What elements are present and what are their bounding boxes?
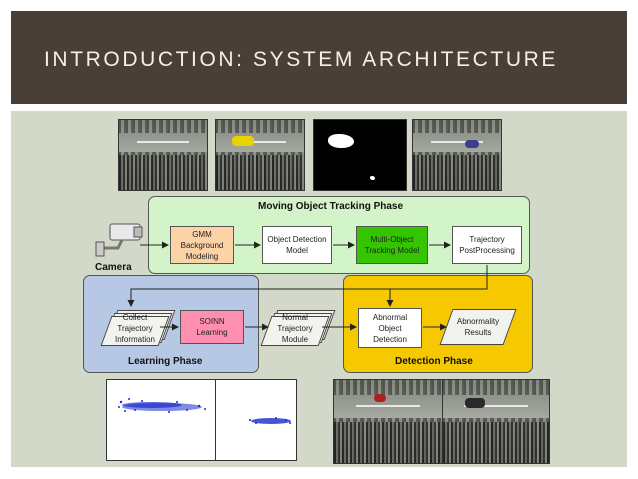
- trajectory-scatter-left: [118, 398, 206, 413]
- normal-trajectory-stack: Normal Trajectory Module: [260, 306, 336, 352]
- foreground-mask-frame: [313, 119, 407, 191]
- camera-label: Camera: [95, 262, 132, 273]
- abnormality-results-label: Abnormality Results: [456, 317, 500, 337]
- camera-frame-1: [118, 119, 208, 191]
- detection-frame-2: [442, 379, 550, 464]
- trajectory-scatter-right: [249, 417, 291, 424]
- detection-frame-1: [333, 379, 443, 464]
- abnormal-detection-node: Abnormal Object Detection: [358, 308, 422, 348]
- tracking-phase-label: Moving Object Tracking Phase: [258, 201, 404, 212]
- normal-trajectory-label: Normal Trajectory Module: [277, 312, 313, 344]
- camera-frame-2: [215, 119, 305, 191]
- trajectory-plot-left: [106, 379, 216, 461]
- collect-trajectory-stack: Collect Trajectory Information: [100, 306, 176, 352]
- page-title: INTRODUCTION: SYSTEM ARCHITECTURE: [44, 48, 558, 71]
- collect-trajectory-label: Collect Trajectory Information: [114, 312, 156, 344]
- soinn-node: SOINN Learning: [180, 310, 244, 344]
- object-detection-node: Object Detection Model: [262, 226, 332, 264]
- camera-icon: [95, 223, 143, 257]
- camera-frame-4: [412, 119, 502, 191]
- trajectory-node: Trajectory PostProcessing: [452, 226, 522, 264]
- detection-phase-label: Detection Phase: [395, 356, 473, 367]
- multi-object-node: Multi-Object Tracking Model: [356, 226, 428, 264]
- title-bar: [11, 11, 627, 104]
- learning-phase-label: Learning Phase: [128, 356, 203, 367]
- trajectory-plot-right: [215, 379, 297, 461]
- arrow-trajectory-down: [127, 265, 488, 307]
- gmm-node: GMM Background Modeling: [170, 226, 234, 264]
